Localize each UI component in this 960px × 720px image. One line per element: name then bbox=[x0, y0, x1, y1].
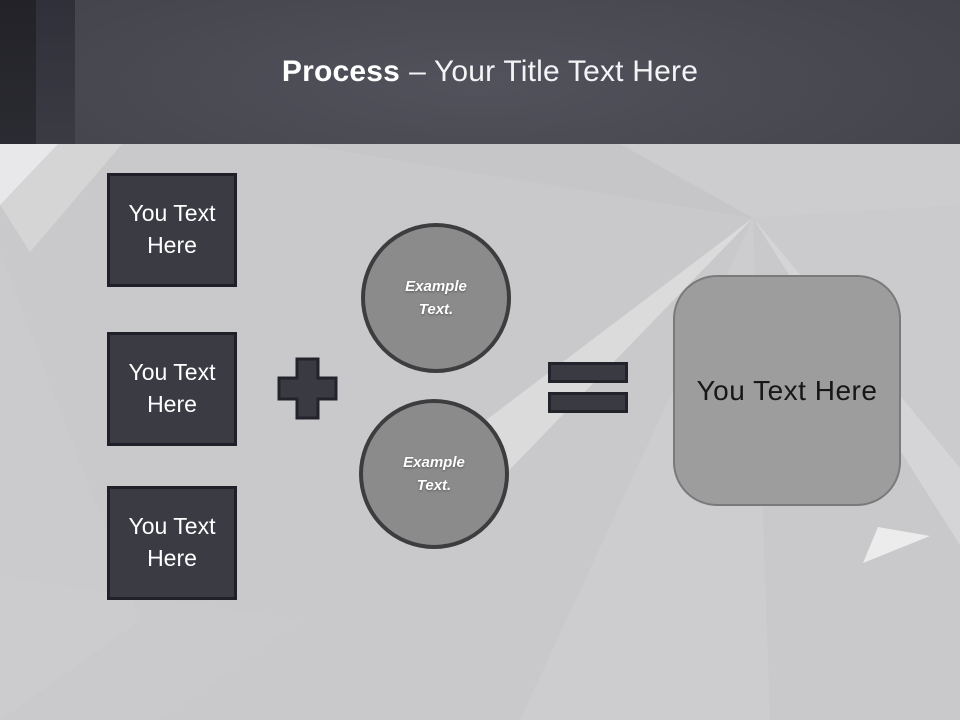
plus-icon bbox=[277, 357, 338, 420]
slide-title-keyword: Process bbox=[281, 55, 401, 88]
slide-header: Process – Your Title Text Here bbox=[0, 0, 960, 144]
slide-title-subtitle: – Your Title Text Here bbox=[409, 55, 699, 88]
input-box-3-label: You Text Here bbox=[128, 513, 216, 571]
result-box-label: You Text Here bbox=[696, 374, 878, 406]
input-box-1[interactable]: You Text Here bbox=[107, 173, 237, 287]
example-circle-1-label: Example Text. bbox=[405, 277, 467, 318]
slide-title[interactable]: Process – Your Title Text Here bbox=[20, 0, 960, 144]
example-circle-2[interactable]: Example Text. bbox=[359, 399, 509, 549]
header-accent-band-mid bbox=[36, 0, 75, 144]
input-box-2-label: You Text Here bbox=[128, 359, 216, 417]
result-box[interactable]: You Text Here bbox=[673, 275, 901, 506]
example-circle-1[interactable]: Example Text. bbox=[361, 223, 511, 373]
input-box-2[interactable]: You Text Here bbox=[107, 332, 237, 446]
equals-icon bbox=[548, 362, 628, 413]
example-circle-2-label: Example Text. bbox=[403, 453, 465, 494]
input-box-3[interactable]: You Text Here bbox=[107, 486, 237, 600]
header-accent-band-dark bbox=[0, 0, 36, 144]
input-box-1-label: You Text Here bbox=[128, 200, 216, 258]
